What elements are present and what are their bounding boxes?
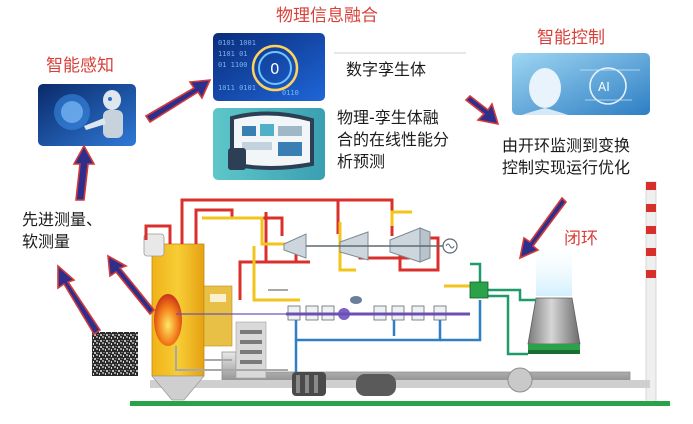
monitor-dashboard-icon — [213, 108, 325, 180]
arrow-sensing-to-fusion — [144, 79, 212, 124]
digital-twin-label: 数字孪生体 — [346, 60, 427, 79]
cooling-water-pipes — [294, 300, 482, 372]
online-performance-line-3: 析预测 — [337, 152, 386, 171]
noise-texture-icon — [92, 332, 138, 376]
arrow-sensor-to-measurement — [57, 264, 102, 336]
arrow-boiler-to-measurement — [107, 254, 156, 316]
ai-head-icon: AI — [512, 53, 650, 115]
measurement-line-1: 先进测量、 — [22, 210, 103, 229]
smart-sensing-title: 智能感知 — [46, 56, 114, 76]
auxiliary-pipes — [175, 289, 288, 371]
svg-text:0110: 0110 — [282, 89, 299, 97]
svg-text:AI: AI — [598, 80, 610, 94]
generator — [442, 238, 458, 254]
svg-text:01 1100: 01 1100 — [218, 61, 248, 69]
smart-control-title: 智能控制 — [537, 28, 605, 48]
svg-text:1011 0101: 1011 0101 — [218, 84, 256, 92]
svg-text:0: 0 — [270, 60, 280, 78]
flue-duct — [150, 351, 650, 396]
online-performance-line-2: 合的在线性能分 — [337, 130, 450, 149]
arrow-twin-to-control — [464, 94, 500, 126]
ground-line — [130, 401, 670, 406]
svg-text:1101 01: 1101 01 — [218, 50, 248, 58]
control-optimization-line-1: 由开环监测到变换 — [502, 136, 631, 155]
closed-loop-label: 闭环 — [564, 229, 598, 249]
cooling-tower — [527, 238, 581, 354]
online-performance-line-1: 物理-孪生体融 — [337, 108, 439, 127]
control-optimization-line-2: 控制实现运行优化 — [502, 158, 631, 177]
boiler — [143, 233, 267, 401]
robot-hand-icon — [38, 84, 136, 146]
flow-arrows — [57, 79, 568, 336]
circulation-pipes — [470, 262, 536, 356]
arrow-control-to-plant — [518, 196, 568, 260]
measurement-line-2: 软测量 — [22, 232, 71, 251]
chimney — [645, 181, 657, 405]
turbine-lp — [389, 227, 431, 263]
hot-water-pipes — [202, 210, 470, 302]
feedwater-heaters — [287, 296, 447, 321]
turbine-hp — [283, 233, 307, 259]
binary-data-icon: 0101 1001 1101 01 01 1100 1011 0101 0110… — [213, 33, 325, 101]
arrow-measurement-to-sensing — [72, 144, 96, 201]
condenser — [469, 281, 489, 299]
svg-text:0101 1001: 0101 1001 — [218, 39, 256, 47]
fusion-title: 物理信息融合 — [276, 6, 378, 26]
